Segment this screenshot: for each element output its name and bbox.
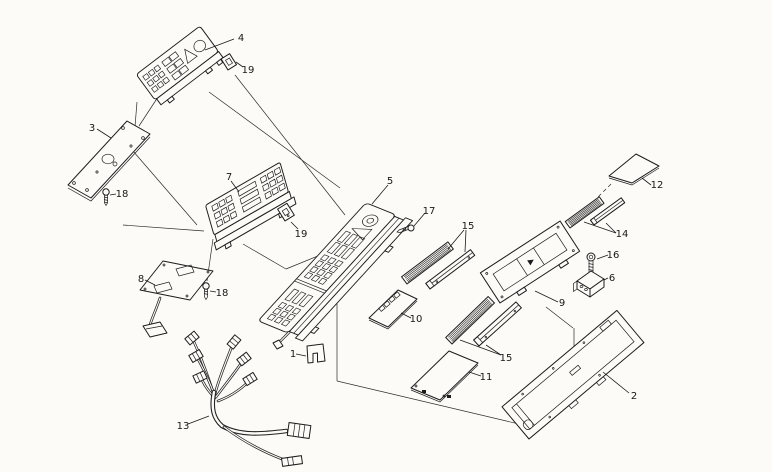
callout-18a: 18 [116,189,129,200]
part-5-console-body [259,203,414,350]
callout-5: 5 [387,176,393,187]
callout-17: 17 [423,206,436,217]
callout-15a: 15 [462,221,475,232]
callout-11: 11 [480,372,493,383]
callout-16: 16 [607,250,620,261]
part-18a-screw [102,188,110,207]
callout-10: 10 [410,314,423,325]
callout-4: 4 [238,33,244,44]
part-18b-screw [202,282,210,301]
part-15b-side-rails [445,296,522,347]
callout-15b: 15 [500,353,513,364]
part-19b-clip-plate [277,202,295,222]
part-4-top-cover [136,26,224,106]
part-6-angle-bracket [573,270,605,298]
part-15a-side-rails [401,241,476,290]
callout-1: 1 [290,349,296,360]
part-11-bottom-plate [410,350,479,403]
callout-labels: 4 19 3 18 7 19 5 17 15 12 14 16 6 9 15 1… [89,33,664,432]
callout-2: 2 [631,391,637,402]
callout-9: 9 [559,298,565,309]
callout-18b: 18 [216,288,229,299]
leader-lines [96,38,652,425]
part-14-guide-bars [564,196,626,229]
part-8-support-bracket [139,260,214,338]
callout-19b: 19 [295,229,308,240]
part-16-bolt [586,252,596,276]
part-3-mounting-plate [67,120,151,202]
part-10-small-plate [368,289,418,330]
callout-3: 3 [89,123,95,134]
callout-19a: 19 [242,65,255,76]
part-2-lower-tray [501,309,645,440]
callout-13: 13 [177,421,190,432]
part-12-cover-plate [608,153,660,186]
callout-6: 6 [609,273,615,284]
part-13-wiring-harness [184,330,312,467]
callout-8: 8 [138,274,144,285]
part-1-u-clip [306,343,326,364]
callout-14: 14 [616,229,629,240]
callout-12: 12 [651,180,664,191]
part-19a-clip-plate [220,53,237,71]
part-17-screw [396,224,415,233]
callout-7: 7 [226,172,232,183]
part-9-chassis-frame [479,220,581,304]
